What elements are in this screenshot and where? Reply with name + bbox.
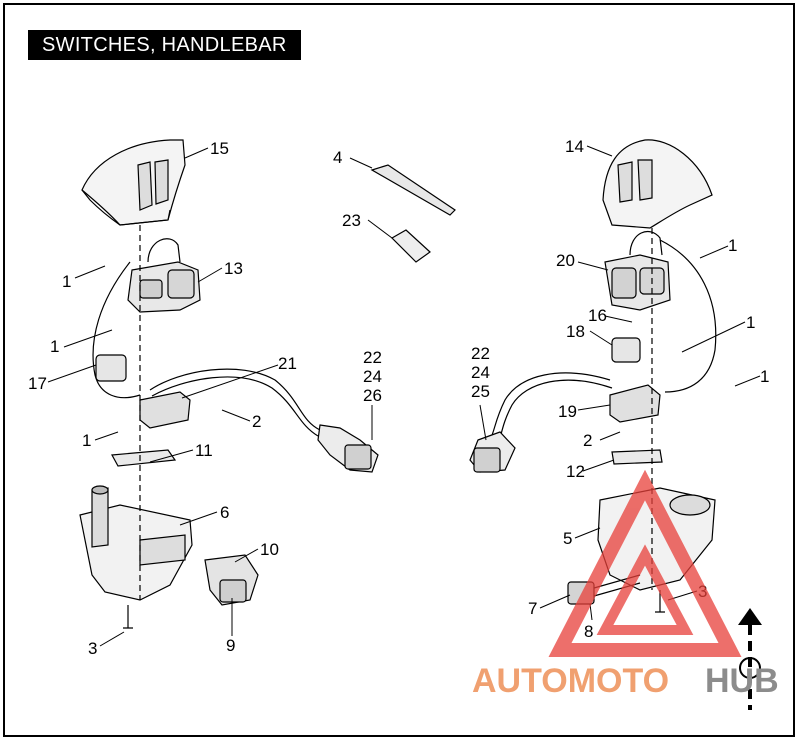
callout-19: 19 xyxy=(558,402,577,421)
callout-1: 1 xyxy=(746,313,755,332)
callout-10: 10 xyxy=(260,540,279,559)
left-housing-cover xyxy=(81,139,186,226)
right-wire-loop xyxy=(659,239,717,393)
callout-9: 9 xyxy=(226,636,235,655)
callout-14: 14 xyxy=(565,137,584,156)
callout-23: 23 xyxy=(342,211,361,230)
left-bracket xyxy=(111,449,177,467)
callout-1: 1 xyxy=(82,431,91,450)
left-plug xyxy=(204,554,259,606)
callout-25: 25 xyxy=(471,382,490,401)
callout-3: 3 xyxy=(88,639,97,658)
callout-7: 7 xyxy=(528,599,537,618)
callout-16: 16 xyxy=(588,306,607,325)
cable-tie xyxy=(370,164,456,216)
callout-15: 15 xyxy=(210,139,229,158)
left-screw xyxy=(123,605,133,629)
left-lower-housing xyxy=(79,485,193,601)
callout-8: 8 xyxy=(584,622,593,641)
callout-2: 2 xyxy=(252,412,261,431)
callout-24: 24 xyxy=(363,367,382,386)
right-bracket xyxy=(611,449,663,465)
right-switch-assembly xyxy=(604,231,671,311)
watermark-text-gray: HUB xyxy=(705,662,779,700)
left-harness-wire xyxy=(149,368,321,431)
callout-1: 1 xyxy=(62,272,71,291)
callout-18: 18 xyxy=(566,322,585,341)
callout-21: 21 xyxy=(278,354,297,373)
callout-22: 22 xyxy=(471,344,490,363)
callout-12: 12 xyxy=(566,462,585,481)
right-housing-cover xyxy=(602,139,713,229)
callout-20: 20 xyxy=(556,251,575,270)
callout-1: 1 xyxy=(50,337,59,356)
right-harness-wire xyxy=(489,372,611,441)
left-switch-17 xyxy=(95,354,127,382)
right-connector xyxy=(469,431,516,473)
callout-26: 26 xyxy=(363,386,382,405)
right-switch-19 xyxy=(609,384,661,423)
callout-13: 13 xyxy=(224,259,243,278)
left-connector xyxy=(317,424,379,473)
orientation-arrow-icon xyxy=(738,608,762,710)
callout-1: 1 xyxy=(760,367,769,386)
watermark-text-red: AUTOMOTO xyxy=(472,662,669,700)
callout-6: 6 xyxy=(220,503,229,522)
left-switch-assembly xyxy=(127,238,201,313)
page-title: SWITCHES, HANDLEBAR xyxy=(28,30,301,60)
right-switch-18 xyxy=(611,337,641,363)
sleeve xyxy=(391,229,431,263)
diagram-frame xyxy=(3,3,795,737)
callout-22: 22 xyxy=(363,348,382,367)
callout-5: 5 xyxy=(563,529,572,548)
callout-17: 17 xyxy=(28,374,47,393)
callout-11: 11 xyxy=(195,441,213,460)
callout-4: 4 xyxy=(333,148,342,167)
watermark-logo xyxy=(548,469,742,657)
callout-2: 2 xyxy=(583,431,592,450)
callout-24: 24 xyxy=(471,363,490,382)
callout-1: 1 xyxy=(728,236,737,255)
